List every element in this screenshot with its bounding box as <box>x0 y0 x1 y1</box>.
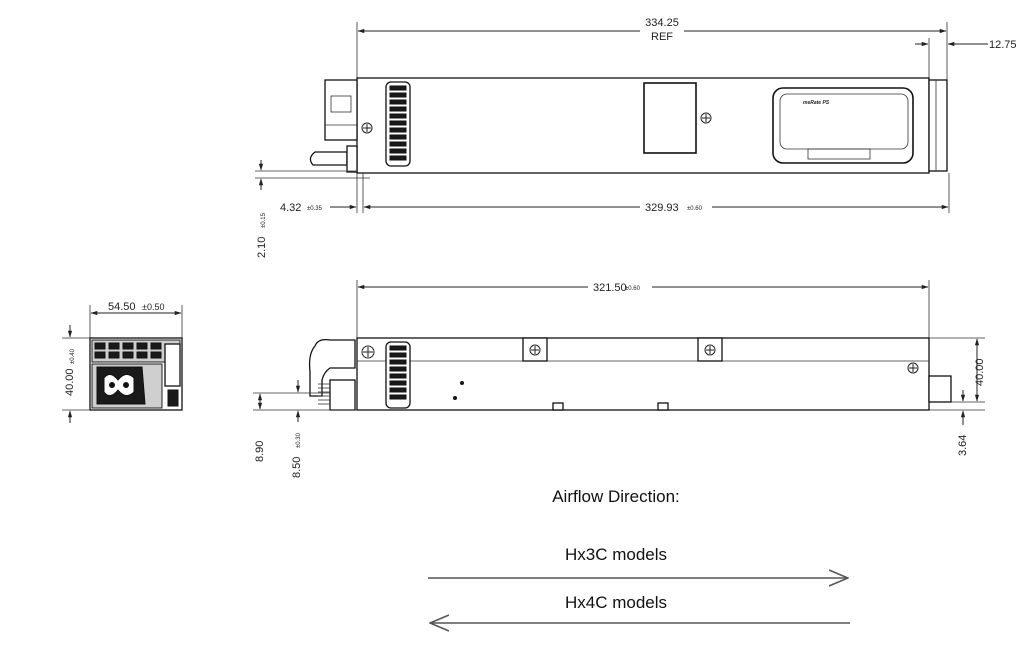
indicator-dot <box>460 381 464 385</box>
plug-base <box>329 379 356 411</box>
screw-icon <box>907 362 919 374</box>
bent-plug <box>308 338 356 397</box>
body-length-value: 329.93 <box>645 202 679 214</box>
end-tab <box>167 389 179 407</box>
indicator-dot <box>453 396 457 400</box>
access-panel <box>643 82 697 154</box>
airflow-legend: Airflow Direction: Hx3C models Hx4C mode… <box>428 487 850 623</box>
end-latch <box>164 343 181 387</box>
left-offset-b-value: 8.50 <box>291 457 303 478</box>
left-offset-b-tol: ±0.30 <box>296 432 302 448</box>
label-text: meRate PS <box>803 100 830 106</box>
side-view: 321.50 ±0.60 <box>253 280 986 478</box>
overall-length-value: 334.25 <box>645 17 679 29</box>
screw-icon <box>700 112 712 124</box>
inlet-socket <box>103 374 135 396</box>
end-height-tol: ±0.40 <box>70 348 76 364</box>
foot-clip <box>552 402 564 411</box>
connector-detail <box>330 95 352 113</box>
reverse-airflow-label: Hx4C models <box>565 593 667 612</box>
screw-icon <box>361 345 375 359</box>
end-width-tol: ±0.50 <box>142 302 164 312</box>
airflow-title: Airflow Direction: <box>552 487 680 506</box>
side-length-tol: ±0.60 <box>625 286 641 292</box>
body-length-tol: ±0.60 <box>687 206 703 212</box>
vertical-offset-tol: ±0.15 <box>261 212 267 228</box>
vertical-offset-value: 2.10 <box>256 237 268 258</box>
rear-tab <box>928 375 952 403</box>
screw-icon <box>361 122 373 134</box>
rear-cap <box>928 79 948 172</box>
left-connector <box>324 79 358 141</box>
psu-body-side <box>356 337 930 411</box>
screw-icon <box>529 344 541 356</box>
screw-icon <box>704 344 716 356</box>
label-window <box>772 87 914 164</box>
latch-bracket <box>346 145 358 173</box>
label-window-tab <box>807 148 871 160</box>
right-offset-value: 3.64 <box>957 435 969 456</box>
end-width-value: 54.50 <box>108 301 136 313</box>
connector-offset-tol: ±0.35 <box>307 206 323 212</box>
plug-ribs <box>318 383 330 405</box>
left-offset-a-value: 8.90 <box>254 441 266 462</box>
connector-offset-value: 4.32 <box>280 202 301 214</box>
rear-extension-value: 12.75 <box>989 39 1017 51</box>
overall-length-note: REF <box>651 31 673 43</box>
side-height-value: 40.00 <box>974 358 986 386</box>
inlet-pin <box>109 382 115 388</box>
latch-handle <box>309 151 348 166</box>
end-vent-holes <box>94 342 162 359</box>
side-length-value: 321.50 <box>593 282 627 294</box>
vent-slots <box>389 345 407 400</box>
forward-airflow-label: Hx3C models <box>565 545 667 564</box>
end-height-value: 40.00 <box>64 368 76 396</box>
end-view: 54.50 ±0.50 40.00 ±0.40 <box>62 301 183 423</box>
top-view: 334.25 REF 12.75 <box>255 17 1017 258</box>
inlet-pin <box>123 382 129 388</box>
foot-clip <box>657 402 669 411</box>
vent-slots <box>389 85 407 161</box>
